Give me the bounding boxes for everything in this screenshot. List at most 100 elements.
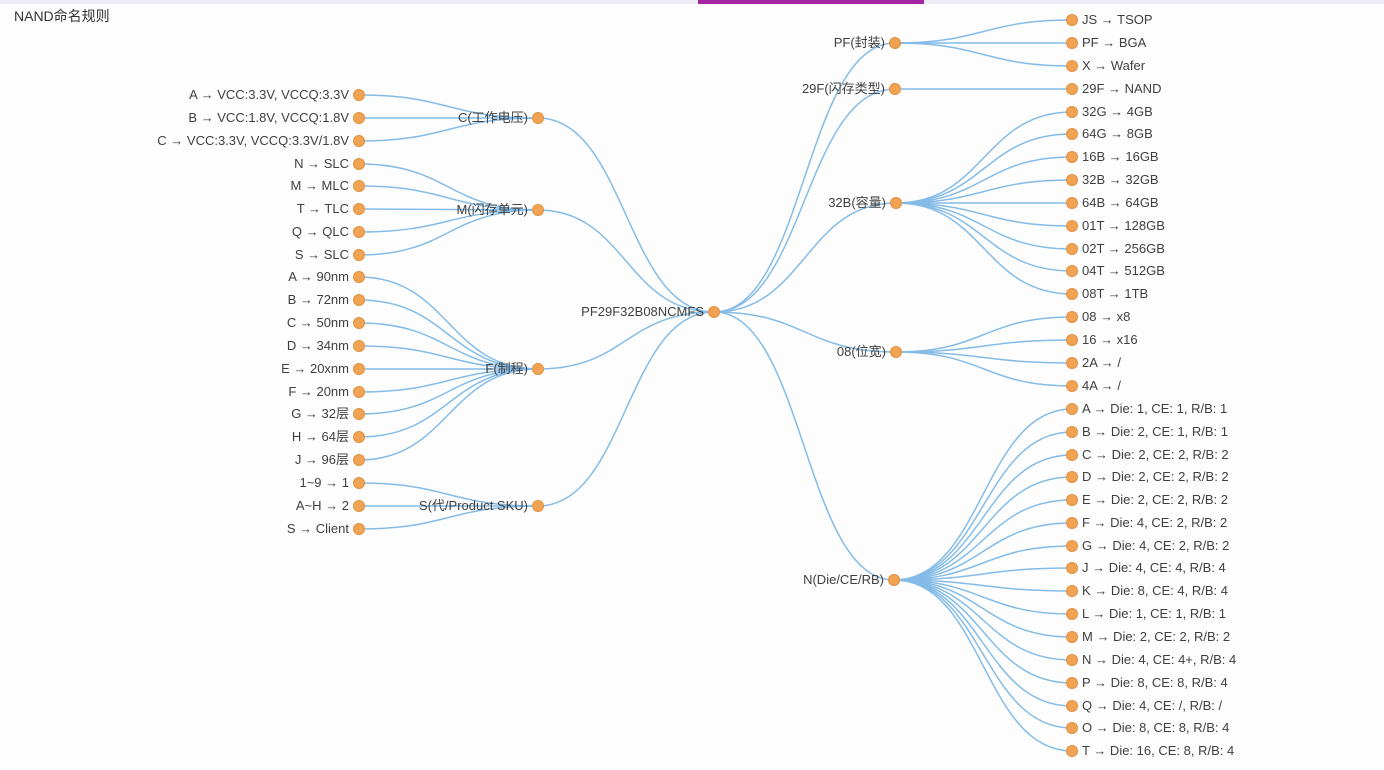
tree-edge (537, 311, 715, 507)
tree-node-label: 64G → 8GB (1082, 126, 1153, 142)
tree-node-dot (352, 157, 365, 170)
tree-edge (893, 522, 1073, 581)
tree-edge (358, 368, 539, 461)
tree-node-dot (707, 305, 720, 318)
tree-node-label: E → 20xnm (281, 361, 349, 377)
tree-node-label: F → Die: 4, CE: 2, R/B: 2 (1082, 515, 1228, 531)
tree-edge (358, 276, 539, 370)
tree-edge (895, 133, 1073, 204)
tree-edge (358, 368, 539, 393)
tree-edge (895, 202, 1073, 272)
tree-edge (893, 579, 1073, 684)
tree-node-dot (352, 407, 365, 420)
top-progress-track (0, 0, 1384, 4)
tree-edge (358, 94, 539, 119)
tree-node-label: 08T → 1TB (1082, 286, 1149, 302)
tree-node-label: L → Die: 1, CE: 1, R/B: 1 (1082, 606, 1227, 622)
tree-node-dot (352, 339, 365, 352)
tree-edge (893, 579, 1073, 752)
tree-node-dot (1065, 356, 1078, 369)
tree-node-dot (888, 82, 901, 95)
tree-edge (358, 368, 539, 415)
tree-node-dot (1065, 607, 1078, 620)
tree-node-dot (1065, 82, 1078, 95)
tree-edge (358, 208, 539, 211)
tree-node-dot (352, 522, 365, 535)
tree-node-dot (352, 134, 365, 147)
tree-node-dot (531, 362, 544, 375)
tree-node-label: X → Wafer (1082, 58, 1146, 74)
tree-node-dot (352, 362, 365, 375)
tree-node-dot (1065, 539, 1078, 552)
tree-node-label: B → Die: 2, CE: 1, R/B: 1 (1082, 424, 1228, 440)
tree-node-dot (1065, 287, 1078, 300)
tree-node-label: A~H → 2 (295, 498, 349, 514)
tree-edge (358, 185, 539, 211)
tree-edge (893, 579, 1073, 661)
top-progress-bar (698, 0, 924, 4)
tree-node-dot (1065, 264, 1078, 277)
tree-node-dot (1065, 333, 1078, 346)
tree-node-dot (352, 476, 365, 489)
tree-edge (893, 476, 1073, 581)
tree-edge (358, 368, 539, 438)
tree-node-dot (1065, 561, 1078, 574)
tree-node-label: C → Die: 2, CE: 2, R/B: 2 (1082, 447, 1229, 463)
tree-node-label: Q → QLC (291, 224, 349, 240)
tree-edge (893, 454, 1073, 581)
tree-node-label: 29F(闪存类型) (801, 81, 885, 97)
tree-node-label: 16B → 16GB (1082, 149, 1159, 165)
tree-node-label: B → VCC:1.8V, VCCQ:1.8V (188, 110, 349, 126)
tree-node-label: N → Die: 4, CE: 4+, R/B: 4 (1082, 652, 1237, 668)
tree-node-dot (1065, 516, 1078, 529)
tree-node-dot (1065, 630, 1078, 643)
tree-node-dot (352, 385, 365, 398)
tree-edge (895, 351, 1073, 387)
tree-node-label: PF → BGA (1082, 35, 1147, 51)
tree-edge (358, 209, 539, 233)
tree-node-label: F → 20nm (288, 384, 349, 400)
tree-node-dot (352, 225, 365, 238)
tree-node-dot (352, 453, 365, 466)
tree-node-label: N(Die/CE/RB) (803, 572, 884, 588)
tree-node-label: T → TLC (296, 201, 349, 217)
tree-node-label: 29F → NAND (1082, 81, 1162, 97)
tree-edge (713, 202, 897, 313)
tree-edge (895, 339, 1073, 353)
tree-node-label: T → Die: 16, CE: 8, R/B: 4 (1082, 743, 1235, 759)
tree-node-label: 32G → 4GB (1082, 104, 1153, 120)
tree-node-dot (1065, 150, 1078, 163)
tree-edge (537, 117, 715, 313)
tree-edge (894, 19, 1073, 44)
tree-node-label: 08(位宽) (836, 344, 886, 360)
tree-node-label: C → VCC:3.3V, VCCQ:3.3V/1.8V (157, 133, 349, 149)
tree-node-label: D → Die: 2, CE: 2, R/B: 2 (1082, 469, 1229, 485)
tree-edge (895, 179, 1073, 204)
tree-node-dot (1065, 219, 1078, 232)
tree-node-label: B → 72nm (287, 292, 349, 308)
tree-node-dot (1065, 402, 1078, 415)
tree-edge (713, 311, 895, 581)
tree-node-label: M(闪存单元) (456, 202, 529, 218)
tree-node-dot (1065, 13, 1078, 26)
tree-node-label: K → Die: 8, CE: 4, R/B: 4 (1082, 583, 1228, 599)
tree-node-dot (889, 345, 902, 358)
tree-edge (358, 163, 539, 211)
tree-edge (358, 345, 539, 370)
tree-node-label: 1~9 → 1 (299, 475, 349, 491)
tree-node-dot (352, 293, 365, 306)
tree-edge (893, 579, 1073, 707)
tree-edge (358, 505, 539, 530)
tree-edge (713, 42, 896, 313)
tree-node-dot (1065, 744, 1078, 757)
tree-edge (895, 156, 1073, 204)
tree-edge (893, 499, 1073, 581)
tree-node-dot (1065, 105, 1078, 118)
tree-edge (358, 117, 539, 142)
tree-edge (358, 322, 539, 370)
tree-node-dot (352, 316, 365, 329)
tree-edge (895, 316, 1073, 353)
tree-node-label: PF29F32B08NCMFS (581, 304, 704, 320)
tree-node-dot (1065, 310, 1078, 323)
tree-node-dot (888, 36, 901, 49)
